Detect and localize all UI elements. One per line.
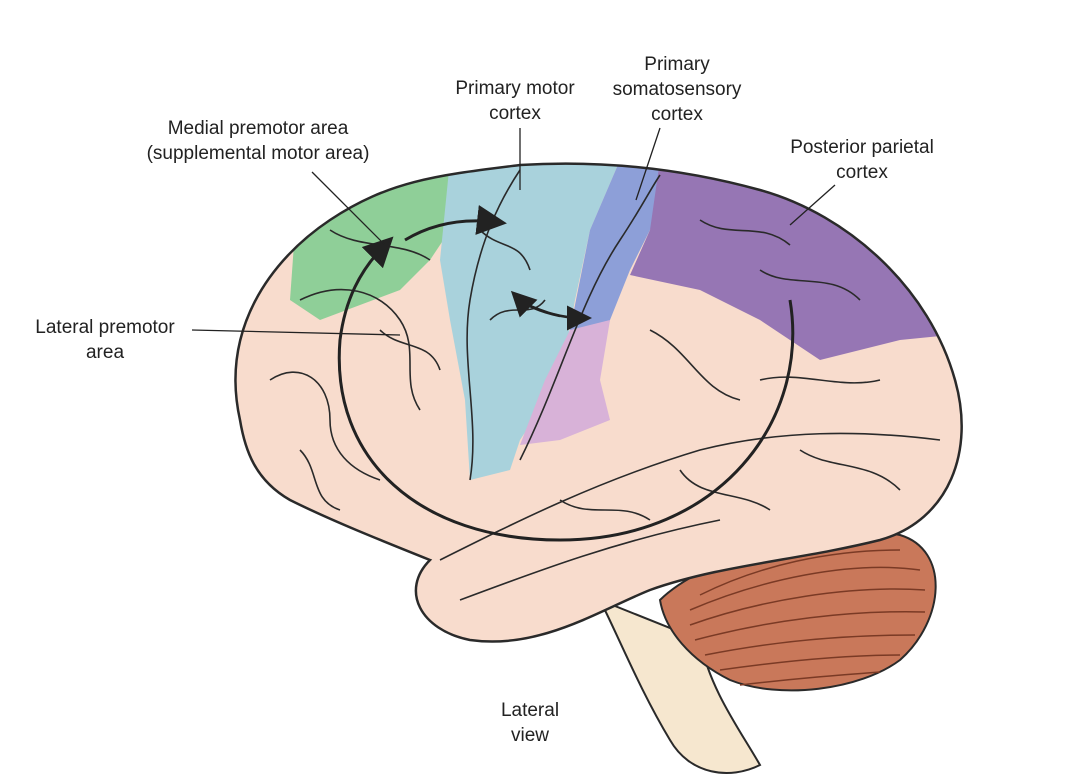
premotor-to-motor-arrow: [404, 205, 507, 242]
leader-lateral-premotor: [191, 329, 401, 336]
lower-somatosensory-region: [520, 320, 610, 445]
leader-posterior-parietal: [789, 184, 836, 226]
label-primary-motor: Primary motor cortex: [455, 78, 575, 124]
loop-arrow: [337, 236, 795, 542]
cerebrum-outline: [234, 162, 963, 643]
label-medial-premotor: Medial premotor area (supplemental motor…: [146, 118, 370, 164]
label-lateral-premotor: Lateral premotor area: [35, 317, 175, 363]
leader-primary-somatosensory: [635, 127, 661, 201]
label-view: Lateral view: [500, 700, 560, 746]
leader-medial-premotor: [311, 171, 386, 246]
label-posterior-parietal: Posterior parietal cortex: [790, 137, 934, 183]
brainstem: [597, 598, 762, 774]
label-primary-somatosensory: Primary somatosensory cortex: [612, 54, 742, 125]
